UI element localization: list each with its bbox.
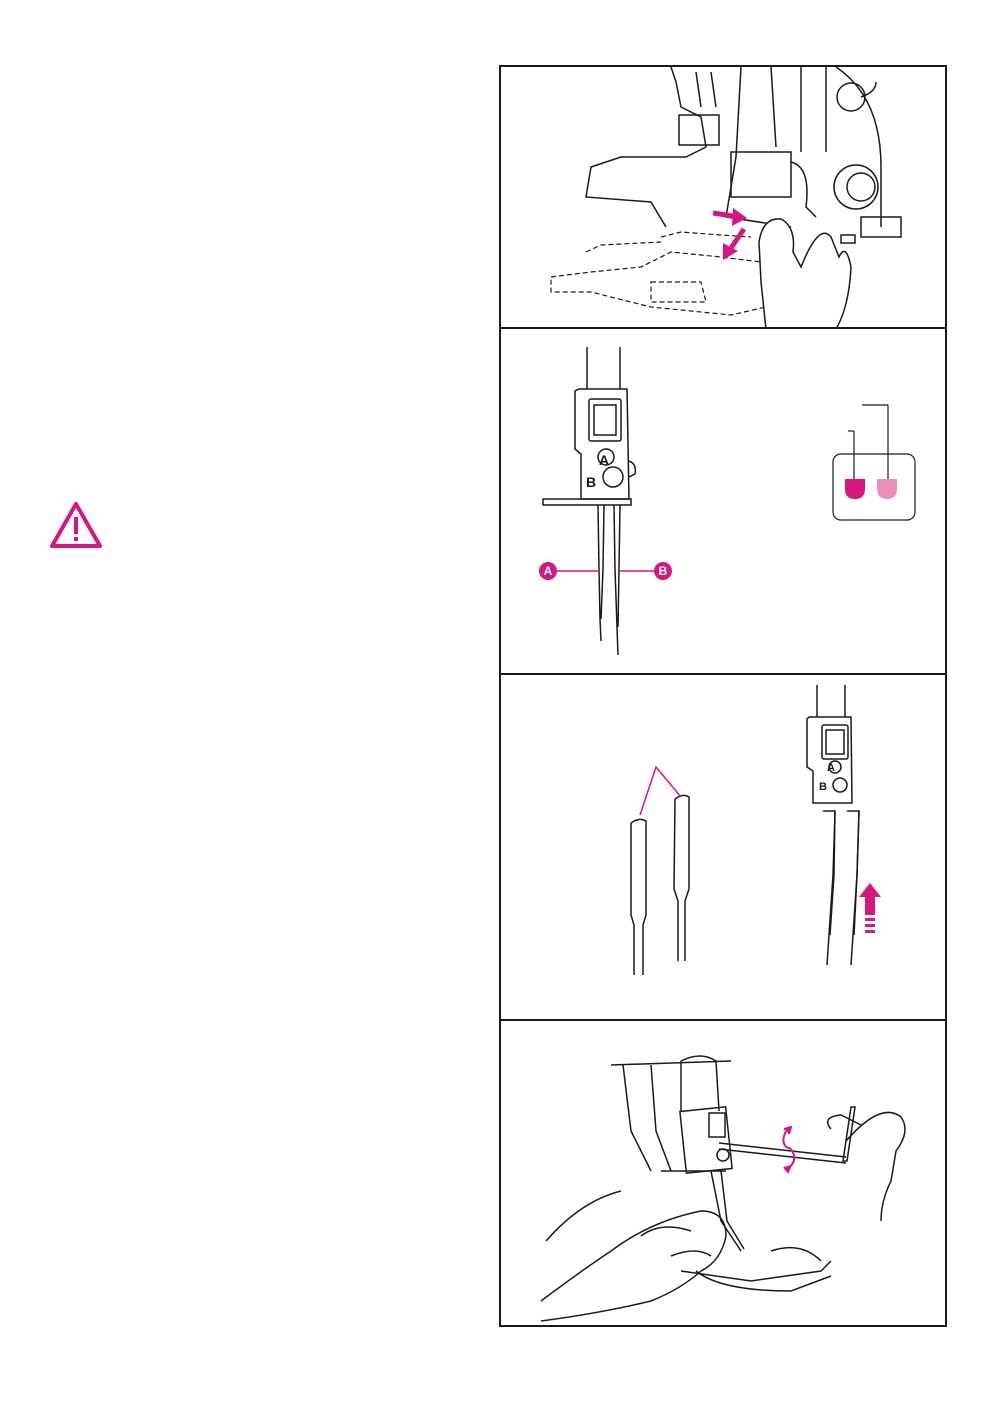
needle-positions-illustration: A B A B: [501, 329, 945, 675]
svg-text:A: A: [544, 564, 553, 578]
insert-up-arrow-icon: [859, 883, 881, 933]
needle-flat-side-insert-illustration: A B: [501, 675, 945, 1021]
illustration-column: A B A B: [499, 65, 947, 1327]
clamp-letter-a: A: [827, 762, 835, 774]
clamp-letter-b: B: [586, 474, 596, 490]
warning-triangle-icon: [48, 500, 104, 550]
svg-text:B: B: [659, 564, 668, 578]
callout-b: B: [654, 562, 672, 580]
callout-a: A: [539, 562, 557, 580]
remove-presser-foot-illustration: [501, 67, 945, 329]
clamp-letter-a: A: [599, 452, 609, 468]
clamp-letter-b: B: [819, 781, 827, 793]
tighten-needle-screw-illustration: [501, 1021, 945, 1325]
rotate-arrow-icon: [783, 1127, 794, 1172]
needle-color-indicator: [833, 405, 915, 520]
